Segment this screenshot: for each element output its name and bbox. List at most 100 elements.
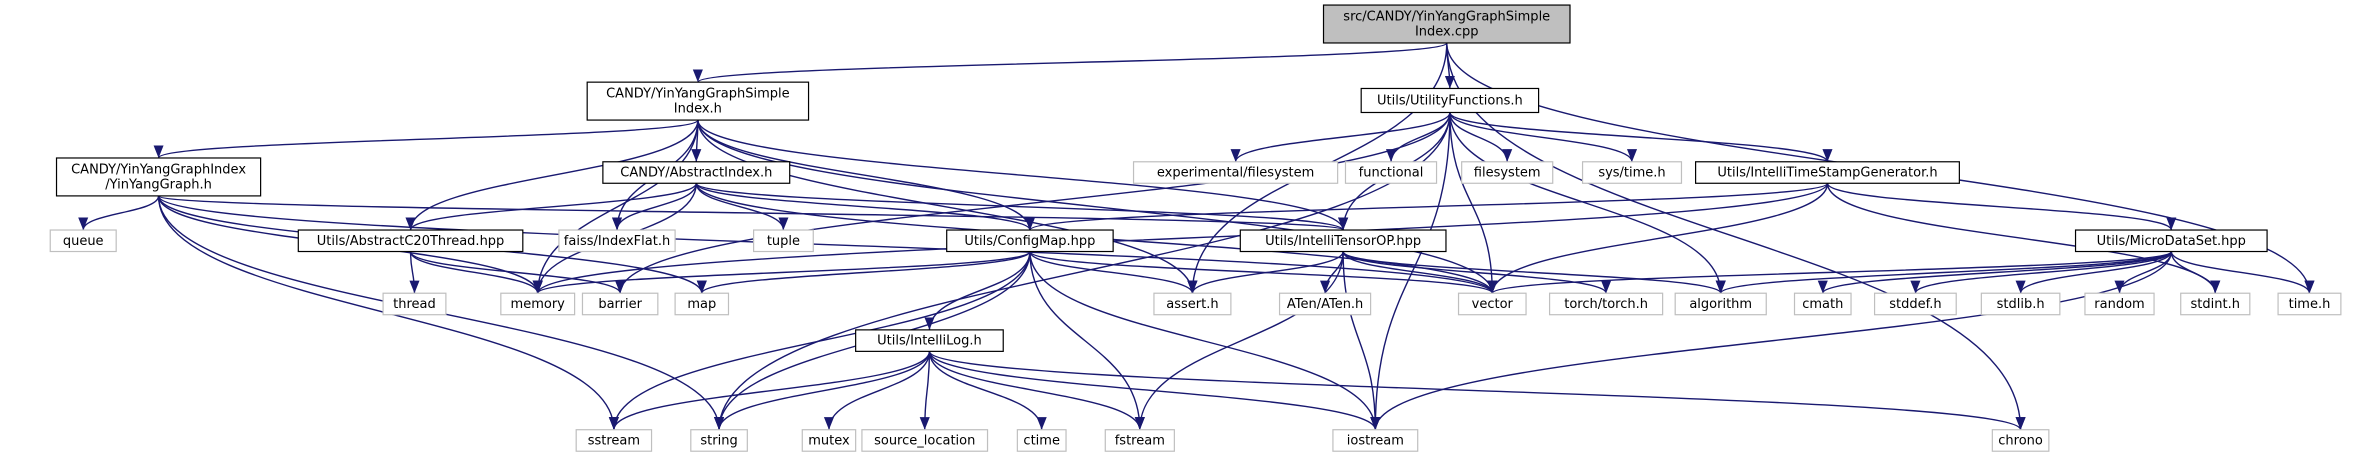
node-functional-box [1344, 161, 1438, 184]
node-barrier: barrier [581, 292, 659, 316]
node-chrono: chrono [1991, 429, 2050, 452]
node-expfs-box [1132, 161, 1339, 184]
edge-mds-to-vector [1487, 250, 2173, 294]
node-memory-box [500, 292, 576, 316]
node-memory: memory [500, 292, 576, 316]
node-stddef-box [1873, 292, 1957, 316]
node-expfs: experimental/filesystem [1132, 161, 1339, 184]
node-systime: sys/time.h [1581, 161, 1683, 184]
node-tuple-box [752, 229, 814, 253]
node-map-box [674, 292, 730, 316]
node-srcloc-box [861, 429, 989, 452]
node-tensor[interactable]: Utils/IntelliTensorOP.hpp [1239, 229, 1447, 253]
node-stddef-label-0: stddef.h [1889, 297, 1941, 312]
node-ctime: ctime [1016, 429, 1067, 452]
node-string-label-0: string [700, 433, 737, 448]
node-stdlib: stdlib.h [1980, 292, 2061, 316]
node-mutex-label-0: mutex [808, 433, 850, 448]
node-stddef: stddef.h [1873, 292, 1957, 316]
edge-utilfn-to-barrier [615, 112, 1451, 294]
node-aten-box [1278, 292, 1372, 316]
edge-mds-to-cmath [1817, 250, 2173, 294]
node-utilfn[interactable]: Utils/UtilityFunctions.h [1360, 87, 1540, 114]
node-thread: thread [382, 292, 447, 316]
edge-cfgmap-to-map [696, 250, 1031, 294]
node-mds-box [2074, 229, 2268, 253]
node-memory-label-0: memory [511, 297, 566, 312]
node-yyg-label-1: /YinYangGraph.h [105, 177, 212, 192]
edge-cfgmap-to-assert [1029, 251, 1198, 294]
node-barrier-label-0: barrier [598, 297, 642, 312]
node-iostream-box [1332, 429, 1419, 452]
node-itsg-label-0: Utils/IntelliTimeStampGenerator.h [1717, 166, 1937, 181]
edge-tensor-to-torch [1342, 251, 1611, 294]
node-ilog-label-0: Utils/IntelliLog.h [877, 334, 982, 349]
node-stdlib-box [1980, 292, 2061, 316]
node-cmath-label-0: cmath [1802, 297, 1843, 312]
node-aten: ATen/ATen.h [1278, 292, 1372, 316]
node-thread-label-0: thread [393, 297, 436, 312]
node-chrono-label-0: chrono [1998, 433, 2043, 448]
node-yyg[interactable]: CANDY/YinYangGraphIndex/YinYangGraph.h [55, 157, 262, 197]
node-sstream-label-0: sstream [588, 433, 640, 448]
node-iostream: iostream [1332, 429, 1419, 452]
node-absidx-box [602, 161, 791, 184]
node-ctime-box [1016, 429, 1067, 452]
edge-cfgmap-to-sstream [608, 251, 1031, 430]
node-yygsi-box [586, 81, 810, 121]
edge-cfgmap-to-memory [532, 250, 1031, 294]
edge-yygsi-to-memory [532, 120, 699, 294]
edge-root-to-yygsi [693, 42, 1448, 83]
edge-tensor-to-assert [1187, 251, 1344, 294]
node-tensor-box [1239, 229, 1447, 253]
edge-absidx-to-tuple [695, 183, 789, 231]
node-stdint: stdint.h [2180, 292, 2251, 316]
edge-tensor-to-iostream [1342, 251, 1381, 430]
edge-yygsi-to-ac20 [405, 120, 699, 231]
node-yygsi-label-0: CANDY/YinYangGraphSimple [606, 87, 790, 102]
edge-ilog-to-string [714, 351, 931, 430]
node-absidx-label-0: CANDY/AbstractIndex.h [620, 166, 772, 181]
edge-itsg-to-memory [532, 183, 1829, 294]
node-stdlib-label-0: stdlib.h [1997, 297, 2045, 312]
node-expfs-label-0: experimental/filesystem [1157, 166, 1314, 181]
edge-mds-to-stdlib [2015, 251, 2173, 294]
edge-mds-to-stdint [2170, 251, 2221, 294]
node-absidx[interactable]: CANDY/AbstractIndex.h [602, 161, 791, 184]
edge-mds-to-algorithm [1715, 250, 2173, 294]
node-yyg-box [55, 157, 262, 197]
dependency-nodes: src/CANDY/YinYangGraphSimpleIndex.cppCAN… [49, 4, 2342, 452]
node-itsg[interactable]: Utils/IntelliTimeStampGenerator.h [1694, 161, 1960, 184]
edge-ilog-to-iostream [928, 351, 1381, 430]
node-algorithm-label-0: algorithm [1689, 297, 1752, 312]
node-algorithm-box [1674, 292, 1767, 316]
node-assert-box [1153, 292, 1232, 316]
edge-utilfn-to-vector [1449, 112, 1498, 294]
node-assert-label-0: assert.h [1166, 297, 1218, 312]
edge-itsg-to-mds [1826, 182, 2177, 231]
node-root-box [1322, 4, 1571, 44]
edge-yygsi-to-tensor [697, 119, 1349, 231]
edge-mds-to-stddef [1910, 251, 2173, 294]
node-stdint-box [2180, 292, 2251, 316]
node-srcloc-label-0: source_location [874, 433, 975, 448]
node-cfgmap[interactable]: Utils/ConfigMap.hpp [946, 229, 1114, 253]
node-ac20-box [297, 229, 524, 253]
node-vector-label-0: vector [1472, 297, 1514, 312]
edge-absidx-to-tensor [695, 182, 1348, 231]
node-root-label-0: src/CANDY/YinYangGraphSimple [1343, 10, 1550, 25]
node-mds-label-0: Utils/MicroDataSet.hpp [2097, 234, 2246, 249]
node-vector: vector [1457, 292, 1527, 316]
node-root-label-1: Index.cpp [1415, 25, 1479, 40]
node-iostream-label-0: iostream [1347, 433, 1404, 448]
node-mds[interactable]: Utils/MicroDataSet.hpp [2074, 229, 2268, 253]
node-ilog[interactable]: Utils/IntelliLog.h [855, 329, 1004, 352]
node-queue-label-0: queue [63, 234, 104, 249]
edge-ilog-to-fstream [928, 351, 1145, 430]
edge-root-to-chrono [1446, 42, 2026, 430]
edge-cfgmap-to-vector [1029, 250, 1498, 294]
node-ac20[interactable]: Utils/AbstractC20Thread.hpp [297, 229, 524, 253]
